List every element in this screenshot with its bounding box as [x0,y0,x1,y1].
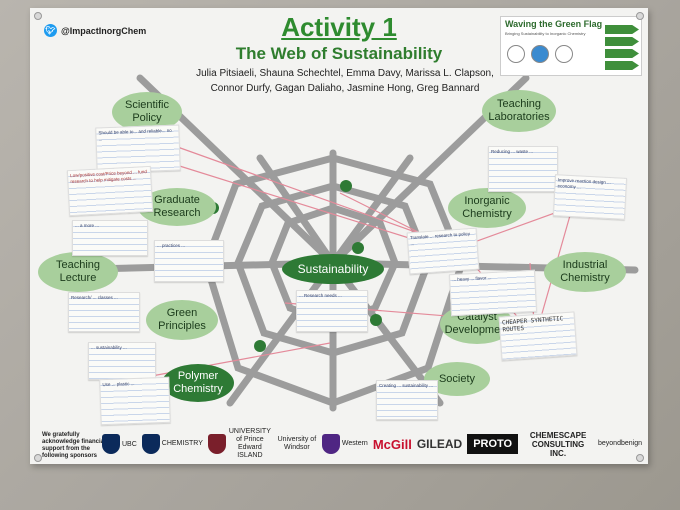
ubc-chemistry-text: CHEMISTRY [161,440,203,447]
note-synthetic-routes: CHEAPER SYNTHETIC ROUTES [498,311,578,361]
ubc-logo: UBC [102,434,137,454]
inset-arrow [605,37,639,46]
chemescape-logo: CHEMESCAPE CONSULTING INC. [529,430,587,458]
twitter-handle-text: @ImpactInorgChem [61,25,147,36]
note-polymer: Use ... plastic ... [99,376,171,426]
poster: 🐦︎ @ImpactInorgChem Activity 1 The Web o… [30,8,648,464]
note-lecture-1: ... practices ... [154,240,224,282]
proto-logo: PROTO [467,434,519,454]
node-industrial-chemistry: Industrial Chemistry [544,252,626,292]
authors-line-1: Julia Pitsiaeli, Shauna Schechtel, Emma … [196,68,494,79]
globe-icon [531,45,549,63]
ubc-chem-crest-icon [141,434,160,454]
authors: Julia Pitsiaeli, Shauna Schechtel, Emma … [180,66,510,96]
ubc-crest-icon [102,434,120,454]
flask-icon [507,45,525,63]
node-teaching-lecture: Teaching Lecture [38,252,118,292]
pushpin [636,454,644,462]
beyondbenign-logo: beyondbenign [598,440,642,447]
note-industrial: Improve reaction design ... economy ... [552,174,628,220]
upei-crest-icon [207,434,226,454]
western-logo: Western [321,434,368,454]
pushpin [34,454,42,462]
note-green: ... sustainability ... [88,342,156,380]
node-sustainability: Sustainability [282,254,384,284]
recycle-icon [555,45,573,63]
note-society: Creating ... sustainability ... [376,380,438,420]
inset-subtitle: Bringing Sustainability to Inorganic Che… [505,31,586,36]
western-crest-icon [321,434,340,454]
node-polymer-chemistry: Polymer Chemistry [162,364,234,402]
inset-arrow [605,61,639,70]
ubc-chemistry-logo: CHEMISTRY [141,434,203,454]
authors-line-2: Connor Durfy, Gagan Daliaho, Jasmine Hon… [210,83,480,94]
inset-arrows [605,25,639,70]
inset-arrow [605,25,639,34]
western-text: Western [341,440,368,447]
note-center: ... Research needs ... [296,290,368,332]
gilead-logo: GILEAD [416,437,463,451]
note-graduate-2: ... a more ... [72,220,148,256]
upei-text: UNIVERSITY of Prince Edward ISLAND [228,428,271,459]
note-lecture-2: Research/ ... classes ... [68,292,140,332]
twitter-handle: 🐦︎ @ImpactInorgChem [44,24,146,37]
sponsor-acknowledgement: We gratefully acknowledge financial supp… [42,432,106,459]
note-catalyst: ... heavy ... flavor ... [448,269,538,317]
poster-subtitle: The Web of Sustainability [235,44,443,63]
twitter-icon: 🐦︎ [44,24,57,37]
inset-icons [507,45,573,63]
node-teaching-laboratories: Teaching Laboratories [482,90,556,132]
pushpin [636,12,644,20]
windsor-text: University of Windsor [277,436,317,451]
inset-arrow [605,49,639,58]
inset-title: Waving the Green Flag [505,19,603,29]
node-inorganic-chemistry: Inorganic Chemistry [448,188,526,228]
note-inorganic: Translate ... research to policy ... [406,227,480,275]
upei-logo: UNIVERSITY of Prince Edward ISLAND [207,428,272,460]
windsor-logo: University of Windsor [277,436,317,452]
mcgill-logo: McGill [372,436,412,452]
poster-title: Activity 1 [281,12,397,42]
note-graduate-1: Low/positive cost/Price beyond ... fund … [66,165,154,217]
sponsor-logos: UBC CHEMISTRY UNIVERSITY of Prince Edwar… [102,428,642,460]
note-teaching-lab: Reducing ... waste ... [488,146,558,192]
node-green-principles: Green Principles [146,300,218,340]
pushpin [34,12,42,20]
waving-green-flag-inset: Waving the Green Flag Bringing Sustainab… [500,16,642,76]
ubc-text: UBC [122,440,137,448]
